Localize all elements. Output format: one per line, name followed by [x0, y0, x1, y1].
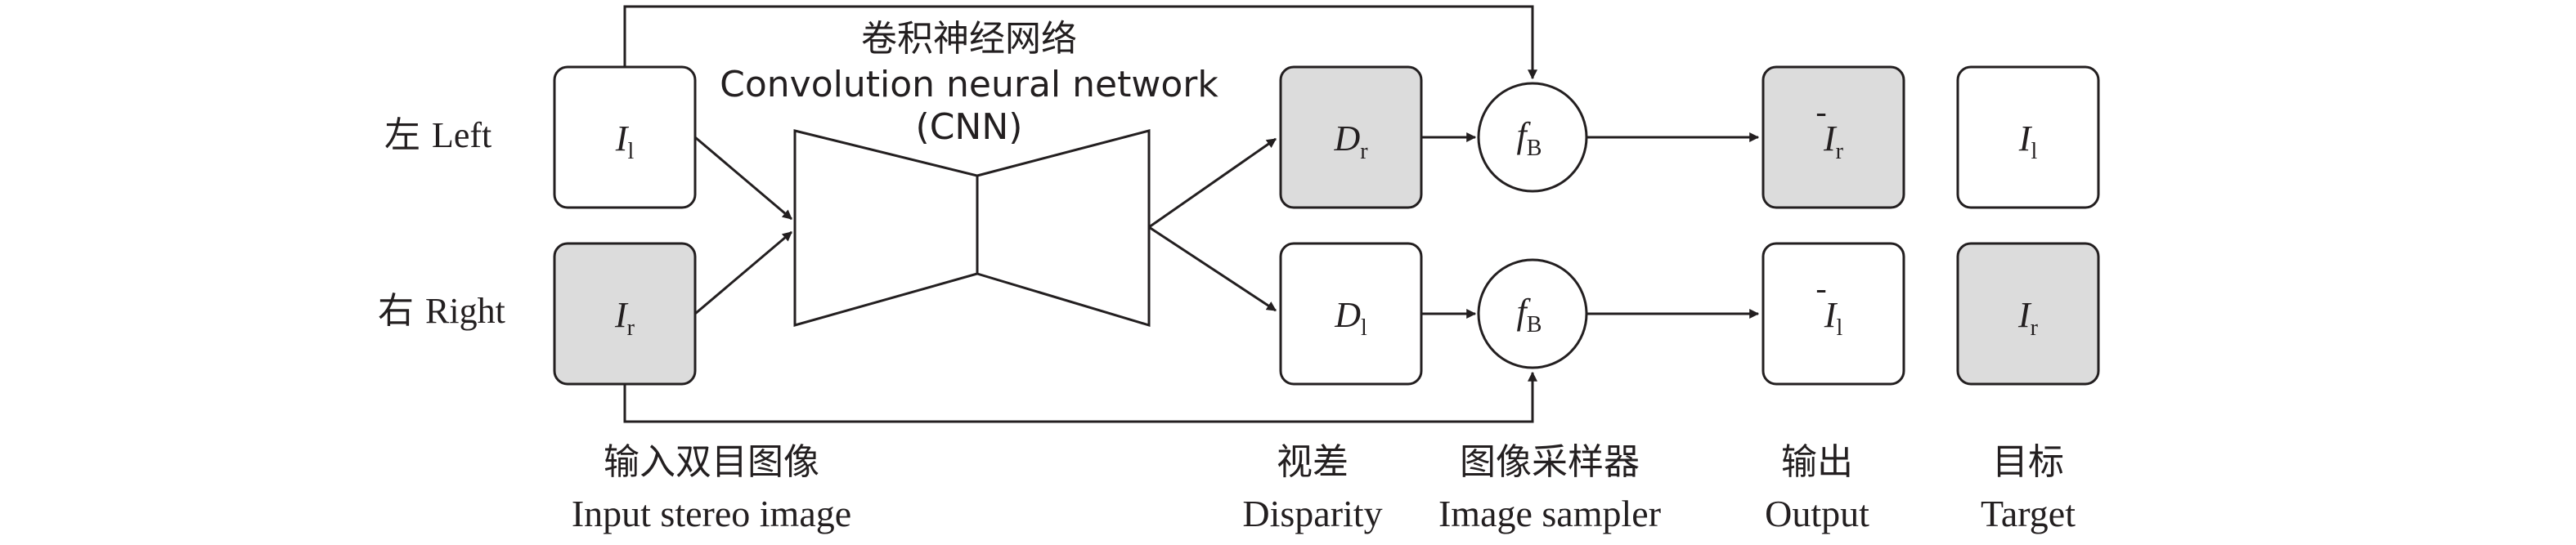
caption-disparity-en: Disparity	[1242, 493, 1382, 534]
skip-line-left-image-to-sampler	[623, 5, 1537, 80]
caption-disparity-cn: 视差	[1277, 441, 1349, 483]
target-top-label: Il	[2018, 118, 2038, 164]
arrow-input-left-to-cnn	[694, 136, 792, 221]
arrow-input-right-to-cnn	[694, 230, 792, 315]
cnn-title-abbr: (CNN)	[916, 106, 1023, 148]
output-bottom-box	[1761, 242, 1905, 386]
output-top-label: Ir	[1823, 118, 1844, 164]
input-right-label: Ir	[614, 295, 635, 341]
caption-output-cn: 输出	[1781, 441, 1853, 483]
output-top-box	[1761, 65, 1905, 209]
target-bottom-box	[1956, 242, 2100, 386]
cnn-title-en: Convolution neural network	[720, 64, 1218, 105]
cnn-decoder-shape	[976, 129, 1151, 328]
output-bottom-label: Il	[1824, 295, 1843, 341]
target-bottom-label: Ir	[2017, 295, 2039, 341]
cnn-encoder-shape	[793, 129, 979, 327]
target-top-box	[1956, 65, 2100, 209]
disparity-right-label: Dr	[1333, 118, 1368, 164]
output-bottom-bar: -	[1815, 270, 1826, 306]
caption-input-cn: 输入双目图像	[604, 441, 819, 483]
output-top-bar: -	[1815, 93, 1826, 130]
input-left-label: Il	[615, 118, 635, 164]
caption-input-en: Input stereo image	[572, 493, 851, 534]
caption-target-cn: 目标	[1992, 441, 2064, 483]
caption-output-en: Output	[1765, 493, 1869, 534]
caption-sampler-cn: 图像采样器	[1460, 441, 1640, 483]
caption-target-en: Target	[1981, 493, 2076, 534]
disparity-left-label: Dl	[1334, 295, 1367, 341]
arrow-cnn-to-disp-right	[1148, 137, 1277, 229]
caption-sampler-en: Image sampler	[1438, 493, 1661, 534]
arrow-cnn-to-disp-left	[1148, 226, 1277, 312]
skip-line-right-image-to-sampler	[623, 371, 1537, 423]
cnn-title-cn: 卷积神经网络	[861, 18, 1077, 60]
